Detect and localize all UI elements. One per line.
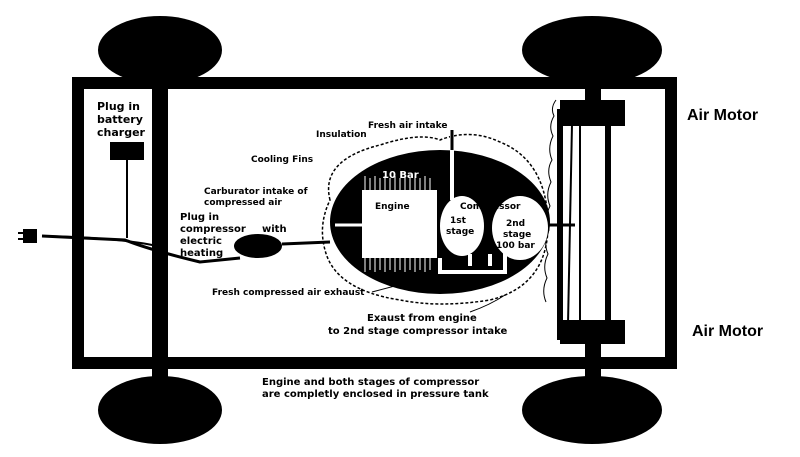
label-stage2-1: 2nd [506,219,525,229]
label-carb-1: Carburator intake of [204,187,308,197]
label-insulation: Insulation [316,130,367,140]
label-carb-2: compressed air [204,198,282,208]
label-fresh-air-intake: Fresh air intake [368,121,447,131]
air-motor-top [560,100,625,126]
label-stage2-2: stage [503,230,531,240]
electric-plug-icon [18,229,37,243]
label-ten-bar: 10 Bar [382,170,419,181]
footer-line-1: Engine and both stages of compressor [262,377,479,388]
air-motor-bottom [560,320,625,344]
battery-charger-plug [110,142,144,160]
label-exaust-1: Exaust from engine [367,313,477,324]
footer-line-2: are completly enclosed in pressure tank [262,389,489,400]
label-stage1-2: stage [446,227,474,237]
compressor-stage-2 [492,196,548,260]
label-compressor: Compressor [460,202,521,212]
label-plug-battery-3: charger [97,126,146,139]
label-plug-comp-4: heating [180,248,223,259]
label-stage1-1: 1st [450,216,467,226]
compressor-stage-1 [440,196,484,256]
axle-left [152,60,168,400]
wheel-front-right [522,16,662,84]
label-stage2-3: 100 bar [496,241,535,251]
label-plug-battery-1: Plug in [97,100,140,113]
label-exaust-2: to 2nd stage compressor intake [328,326,507,337]
label-plug-comp-1: Plug in [180,212,219,223]
engine-block [362,190,437,258]
wheel-rear-right [522,376,662,444]
wheel-front-left [98,16,222,84]
label-plug-comp-with: with [262,224,287,235]
label-air-motor-top: Air Motor [687,107,758,124]
compressor-plug [234,234,282,258]
label-plug-battery-2: battery [97,113,143,126]
label-engine: Engine [375,202,410,212]
label-fresh-exhaust: Fresh compressed air exhaust [212,288,365,298]
air-motor-insulation [543,99,557,303]
cooling-fins [364,176,431,272]
label-cooling-fins: Cooling Fins [251,155,313,165]
wheel-rear-left [98,376,222,444]
label-plug-comp-3: electric [180,236,222,247]
label-air-motor-bottom: Air Motor [692,323,763,340]
label-plug-comp-2: compressor [180,224,246,235]
